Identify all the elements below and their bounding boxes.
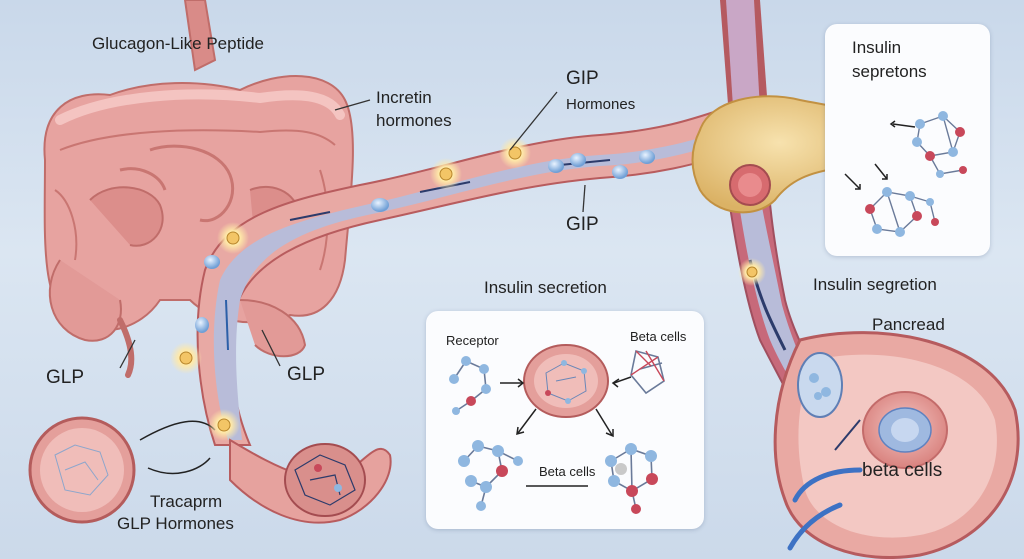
label-gip-lower: GIP — [566, 214, 599, 235]
blue-beads — [195, 150, 655, 333]
label-receptor: Receptor — [446, 333, 499, 348]
label-glp-right: GLP — [287, 364, 326, 385]
label-tracaprm: Tracaprm — [150, 492, 223, 511]
molecule-cluster-art — [844, 111, 967, 237]
label-insulin-secretion: Insulin secretion — [484, 278, 607, 297]
label-gip-hormones: Hormones — [566, 96, 636, 113]
lower-vessel-branch — [229, 438, 392, 524]
hormone-particles — [170, 137, 766, 441]
pancreatic-islet — [773, 331, 1020, 559]
label-glp-left: GLP — [46, 367, 85, 388]
receptor-beta-cell-art — [449, 344, 665, 514]
central-cell — [523, 344, 609, 418]
insulin-sepretons-panel — [825, 24, 990, 256]
label-glp-hormones: GLP Hormones — [117, 514, 234, 533]
label-incretin-hormones: Incretin hormones — [376, 88, 452, 130]
intestinal-cell — [28, 416, 216, 524]
label-insulin-sepretons: Insulin sepretons — [852, 38, 927, 81]
label-insulin-segretion: Insulin segretion — [813, 275, 937, 294]
label-beta-cells-panel-top: Beta cells — [630, 329, 687, 344]
label-glucagon-like-peptide: Glucagon-Like Peptide — [92, 34, 265, 53]
label-gip-title: GIP — [566, 68, 599, 89]
label-pancread: Pancread — [872, 315, 945, 334]
label-beta-cells-bottom: beta cells — [862, 460, 943, 481]
leader-lines — [119, 91, 586, 369]
insulin-secretion-panel — [426, 311, 704, 529]
label-beta-cells-panel-mid: Beta cells — [539, 464, 596, 479]
